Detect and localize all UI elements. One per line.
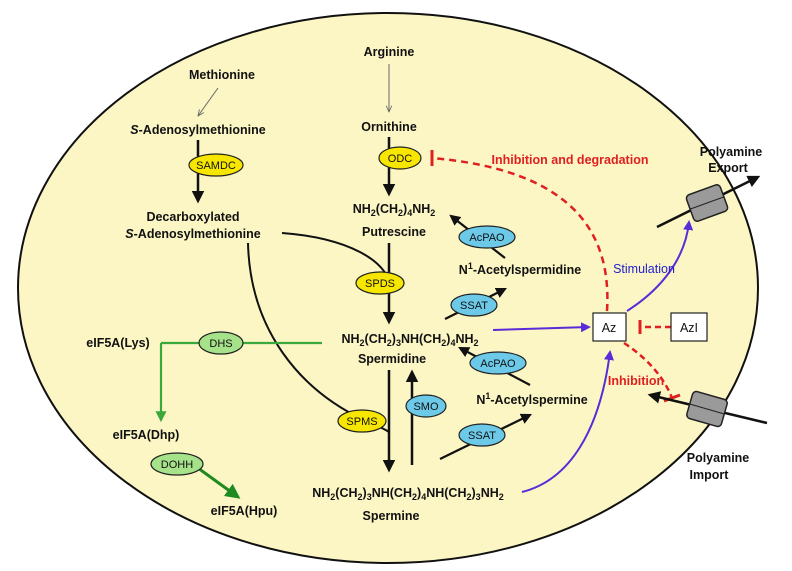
ornithine-label: Ornithine <box>361 120 417 134</box>
putrescine-formula: NH2(CH2)4NH2 <box>353 202 436 218</box>
svg-text:DOHH: DOHH <box>161 459 193 471</box>
svg-text:Az: Az <box>602 321 617 335</box>
svg-text:SSAT: SSAT <box>468 430 496 442</box>
polyamine-export-line2: Export <box>708 161 748 175</box>
sam-label: S-Adenosylmethionine <box>130 123 265 137</box>
enzyme-ssat-1: SSAT <box>450 293 498 317</box>
eif5a-dhp-label: eIF5A(Dhp) <box>113 428 180 442</box>
methionine-label: Methionine <box>189 68 255 82</box>
svg-text:SPMS: SPMS <box>346 416 377 428</box>
enzyme-acpao-1: AcPAO <box>458 225 516 249</box>
export-transporter <box>656 175 761 229</box>
enzyme-spms: SPMS <box>337 409 387 433</box>
enzyme-dhs: DHS <box>198 331 244 355</box>
enzyme-dohh: DOHH <box>150 452 204 476</box>
svg-text:SMO: SMO <box>413 401 439 413</box>
enzyme-smo: SMO <box>405 394 447 418</box>
svg-text:DHS: DHS <box>209 338 232 350</box>
enzyme-acpao-2: AcPAO <box>469 351 527 375</box>
inhibition-label: Inhibition <box>608 374 664 388</box>
svg-text:SSAT: SSAT <box>460 300 488 312</box>
dcsam-label-line1: Decarboxylated <box>146 210 239 224</box>
svg-text:AzI: AzI <box>680 321 698 335</box>
inhibition-degradation-label: Inhibition and degradation <box>492 153 649 167</box>
polyamine-export-line1: Polyamine <box>700 145 763 159</box>
polyamine-import-line1: Polyamine <box>687 451 750 465</box>
enzyme-ssat-2: SSAT <box>458 423 506 447</box>
n1-acetylspermine-label: N1-Acetylspermine <box>476 391 587 407</box>
arginine-label: Arginine <box>364 45 415 59</box>
antizyme-box: Az <box>592 312 627 342</box>
eif5a-hpu-label: eIF5A(Hpu) <box>211 504 278 518</box>
n1-acetylspermidine-label: N1-Acetylspermidine <box>459 261 581 277</box>
spermidine-formula: NH2(CH2)3NH(CH2)4NH2 <box>341 332 478 348</box>
svg-text:SAMDC: SAMDC <box>196 160 236 172</box>
dcsam-label-line2: S-Adenosylmethionine <box>125 227 260 241</box>
svg-text:AcPAO: AcPAO <box>469 232 505 244</box>
enzyme-odc: ODC <box>378 146 422 170</box>
putrescine-label: Putrescine <box>362 225 426 239</box>
spermine-label: Spermine <box>363 509 420 523</box>
eif5a-lys-label: eIF5A(Lys) <box>86 336 149 350</box>
spermidine-label: Spermidine <box>358 352 426 366</box>
enzyme-samdc: SAMDC <box>188 153 244 177</box>
svg-text:SPDS: SPDS <box>365 278 395 290</box>
polyamine-import-line2: Import <box>690 468 730 482</box>
svg-text:ODC: ODC <box>388 153 413 165</box>
svg-text:AcPAO: AcPAO <box>480 358 516 370</box>
enzyme-spds: SPDS <box>355 271 405 295</box>
import-transporter <box>647 390 768 428</box>
antizyme-inhibitor-box: AzI <box>670 312 708 342</box>
spermine-formula: NH2(CH2)3NH(CH2)4NH(CH2)3NH2 <box>312 486 504 502</box>
stimulation-label: Stimulation <box>613 262 675 276</box>
